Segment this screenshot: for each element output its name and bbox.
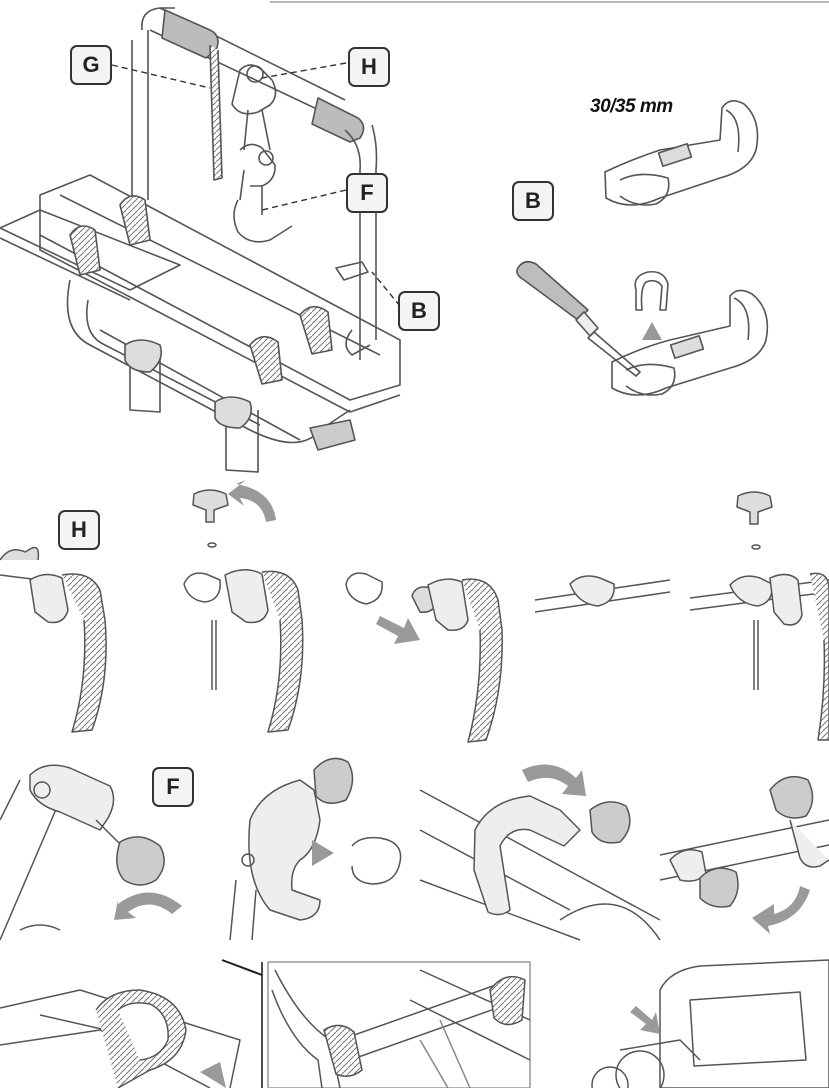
label-g: G xyxy=(70,45,112,85)
clamp-part-top xyxy=(604,100,759,206)
label-b-main: B xyxy=(398,291,440,331)
knob-icon-2 xyxy=(736,491,773,525)
label-h-panel: H xyxy=(58,510,100,550)
screwdriver-icon xyxy=(516,260,589,321)
rotate-arrow-icon-3 xyxy=(522,764,586,796)
arrow-up-icon xyxy=(642,322,662,340)
clamp-insert-panel xyxy=(516,100,769,396)
arm-f-assembly-row xyxy=(0,757,829,941)
bike-rack-main-view xyxy=(0,7,401,473)
arrow-down-icon xyxy=(630,1006,660,1034)
insert-ring xyxy=(634,270,669,311)
arrow-right-icon xyxy=(312,840,334,866)
leader-lines-main xyxy=(111,62,401,307)
handle-h-assembly-row xyxy=(0,489,829,743)
label-f-main: F xyxy=(346,173,388,213)
label-b-panel: B xyxy=(512,181,554,221)
dimension-label: 30/35 mm xyxy=(590,96,673,117)
bottom-detail-row xyxy=(0,959,829,1088)
handle-grip-right xyxy=(311,97,365,143)
rotate-arrow-icon-2 xyxy=(114,892,182,920)
handle-grip-left xyxy=(161,9,219,59)
knob-icon xyxy=(192,489,229,523)
label-h-main: H xyxy=(348,47,390,87)
clamp-part-bottom xyxy=(611,289,769,396)
push-arrow-icon xyxy=(376,616,420,644)
rotate-arrow-icon xyxy=(228,480,276,522)
label-f-panel: F xyxy=(152,767,194,807)
rotate-arrow-icon-4 xyxy=(752,886,810,934)
